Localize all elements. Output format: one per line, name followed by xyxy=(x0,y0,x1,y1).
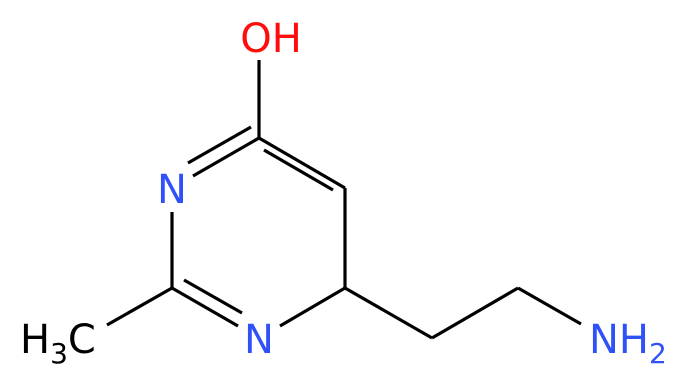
bond-c4-c5-inner xyxy=(263,148,334,192)
bond-c6-ch2 xyxy=(344,286,433,340)
nitrogen-label-upper: N xyxy=(157,167,187,213)
amine-nh: NH xyxy=(589,317,649,363)
bonds xyxy=(106,60,582,340)
amine-subscript: 2 xyxy=(649,337,667,370)
amine-label: NH2 xyxy=(589,317,667,370)
bond-ch2-nh2 xyxy=(517,286,582,326)
bond-c2-ch3 xyxy=(106,286,173,327)
atom-labels: OH N N H3C NH2 xyxy=(20,16,667,370)
bond-ch2-ch2 xyxy=(431,286,519,340)
bond-c4-c5 xyxy=(258,136,346,190)
bond-c2-n1-inner xyxy=(183,278,243,315)
bond-c2-n1 xyxy=(171,286,239,328)
methyl-subscript: 3 xyxy=(50,337,68,370)
bond-c4-n3 xyxy=(192,136,260,178)
nitrogen-label-lower: N xyxy=(244,317,274,363)
methyl-label: H3C xyxy=(20,317,96,370)
methyl-h: H xyxy=(20,317,50,363)
methyl-c: C xyxy=(68,317,96,363)
bond-n1-c6 xyxy=(279,286,346,328)
bond-c4-n3-inner xyxy=(187,125,252,165)
hydroxyl-label: OH xyxy=(240,16,302,62)
